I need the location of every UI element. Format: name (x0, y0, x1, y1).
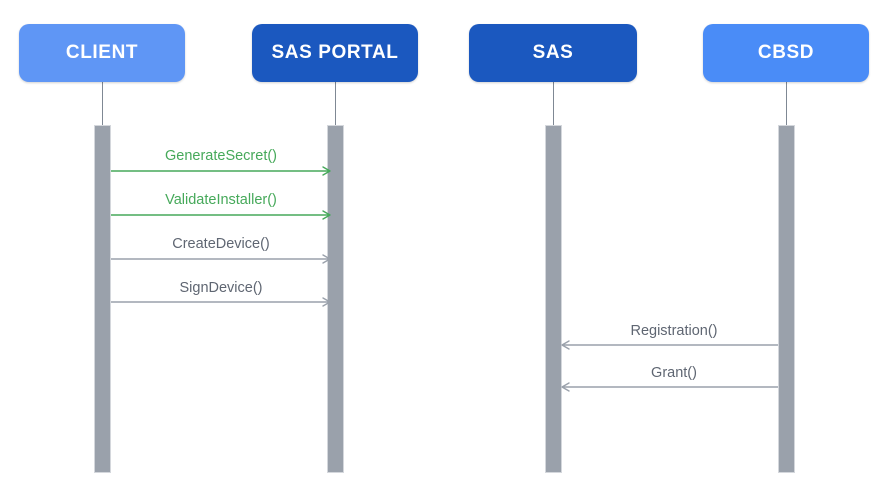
activation-bar-client (94, 125, 111, 473)
message-label-sign-device: SignDevice() (179, 280, 263, 296)
lifeline-cbsd (786, 82, 787, 125)
message-arrow-sign-device[interactable] (111, 295, 331, 309)
actor-box-sas[interactable]: SAS (469, 24, 637, 82)
activation-bar-sas (545, 125, 562, 473)
actor-box-cbsd[interactable]: CBSD (703, 24, 869, 82)
actor-box-sas-portal[interactable]: SAS PORTAL (252, 24, 418, 82)
message-arrow-generate-secret[interactable] (111, 164, 331, 178)
message-arrow-grant[interactable] (561, 380, 778, 394)
message-label-validate-installer: ValidateInstaller() (165, 192, 277, 208)
actor-label-sas-portal: SAS PORTAL (271, 42, 399, 63)
actor-label-sas: SAS (532, 42, 574, 63)
actor-label-client: CLIENT (65, 42, 139, 63)
message-arrow-registration[interactable] (561, 338, 778, 352)
message-label-generate-secret: GenerateSecret() (164, 148, 278, 164)
lifeline-client (102, 82, 103, 125)
lifeline-sas-portal (335, 82, 336, 125)
message-arrow-create-device[interactable] (111, 252, 331, 266)
actor-box-client[interactable]: CLIENT (19, 24, 185, 82)
message-label-grant: Grant() (651, 365, 697, 381)
activation-bar-cbsd (778, 125, 795, 473)
lifeline-sas (553, 82, 554, 125)
message-label-create-device: CreateDevice() (172, 236, 270, 252)
message-label-registration: Registration() (630, 323, 718, 339)
message-arrow-validate-installer[interactable] (111, 208, 331, 222)
actor-label-cbsd: CBSD (757, 42, 815, 63)
activation-bar-sas-portal (327, 125, 344, 473)
